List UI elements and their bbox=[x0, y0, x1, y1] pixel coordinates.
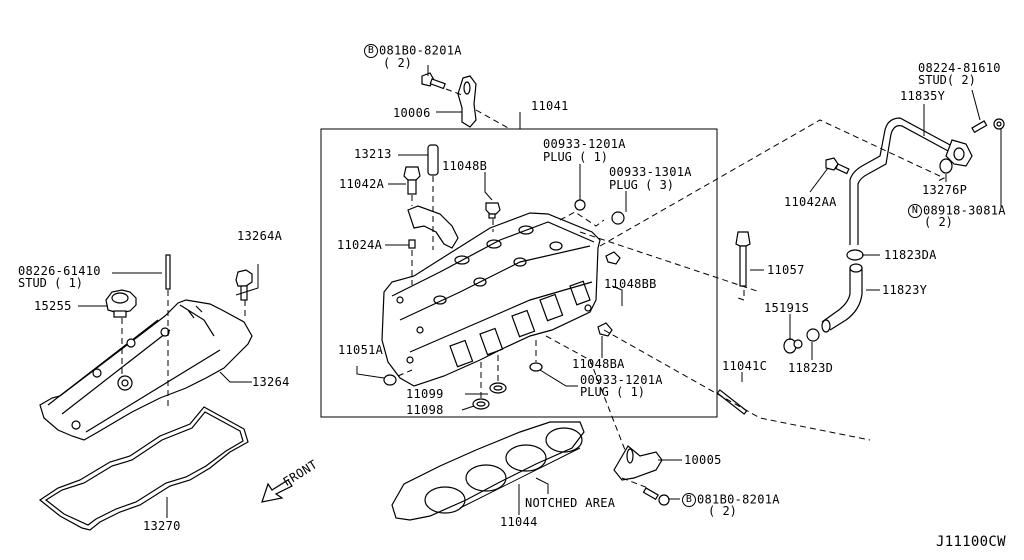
stud-qty-2: STUD( 2) bbox=[918, 73, 976, 87]
stud-08226-61410[interactable] bbox=[165, 254, 171, 290]
bolt-11057[interactable] bbox=[735, 231, 751, 287]
plug-qty-3: PLUG ( 3) bbox=[609, 178, 675, 192]
callout-11044[interactable]: 11044 bbox=[500, 515, 538, 529]
callout-13264A[interactable]: 13264A bbox=[237, 229, 283, 243]
clamp-11823DA[interactable] bbox=[846, 249, 864, 261]
head-gasket-11044[interactable] bbox=[391, 421, 585, 521]
drawing-code: J11100CW bbox=[936, 534, 1006, 550]
callout-11835Y[interactable]: 11835Y bbox=[900, 89, 946, 103]
front-arrow-icon bbox=[261, 479, 293, 503]
stud-qty-1: STUD ( 1) bbox=[18, 276, 84, 290]
callout-13270[interactable]: 13270 bbox=[143, 519, 181, 533]
callout-13276P[interactable]: 13276P bbox=[922, 183, 968, 197]
callout-11057[interactable]: 11057 bbox=[767, 263, 805, 277]
callout-15191S[interactable]: 15191S bbox=[764, 301, 810, 315]
callout-10006[interactable]: 10006 bbox=[393, 106, 431, 120]
callout-08224-81610[interactable]: 08224-81610 bbox=[918, 61, 1001, 75]
plug-11051A[interactable] bbox=[383, 374, 397, 386]
callout-00933-1201A-bottom[interactable]: 00933-1201A bbox=[580, 373, 663, 387]
callout-11042AA[interactable]: 11042AA bbox=[784, 195, 837, 209]
callout-00933-1301A[interactable]: 00933-1301A bbox=[609, 165, 692, 179]
callout-15255[interactable]: 15255 bbox=[34, 299, 72, 313]
plug-11048BB[interactable] bbox=[605, 251, 621, 265]
bolt-081B0-8201A-top[interactable] bbox=[421, 72, 446, 90]
notched-area-label: NOTCHED AREA bbox=[525, 496, 616, 510]
nut-n-icon: N bbox=[908, 204, 922, 218]
callout-11024A[interactable]: 11024A bbox=[337, 238, 383, 252]
callout-13213[interactable]: 13213 bbox=[354, 147, 392, 161]
rocker-cover-gasket-13270[interactable] bbox=[38, 406, 249, 531]
plug-00933-1301A[interactable] bbox=[611, 211, 625, 225]
plug-00933-1201A-top[interactable] bbox=[574, 199, 586, 211]
leader-lines bbox=[78, 65, 1002, 518]
callout-11099[interactable]: 11099 bbox=[406, 387, 444, 401]
bracket-10006[interactable] bbox=[457, 75, 477, 128]
bolt-b-icon: B bbox=[682, 493, 696, 507]
callout-11041[interactable]: 11041 bbox=[531, 99, 569, 113]
stud-08224-81610[interactable] bbox=[971, 120, 988, 134]
stud-11041C[interactable] bbox=[716, 389, 748, 415]
plug-11048B[interactable] bbox=[485, 202, 501, 219]
part-number: 081B0-8201A bbox=[379, 43, 462, 58]
callout-08226-61410[interactable]: 08226-61410 bbox=[18, 264, 101, 278]
callout-13264[interactable]: 13264 bbox=[252, 375, 290, 389]
callout-11048B[interactable]: 11048B bbox=[442, 159, 488, 173]
bracket-10005[interactable] bbox=[613, 445, 663, 481]
water-pipe-11835Y[interactable] bbox=[849, 117, 973, 245]
bolt-13264A[interactable] bbox=[235, 269, 253, 301]
plug-qty-bottom: PLUG ( 1) bbox=[580, 385, 646, 399]
callout-11098[interactable]: 11098 bbox=[406, 403, 444, 417]
callout-11051A[interactable]: 11051A bbox=[338, 343, 384, 357]
qty-081B0-8201A-top: ( 2) bbox=[383, 56, 412, 70]
callout-11042A[interactable]: 11042A bbox=[339, 177, 385, 191]
callout-11823D[interactable]: 11823D bbox=[788, 361, 834, 375]
bolt-b-icon: B bbox=[364, 44, 378, 58]
part-number: 081B0-8201A bbox=[697, 492, 780, 507]
bolt-081B0-8201A-bottom[interactable] bbox=[642, 487, 670, 506]
callout-11048BB[interactable]: 11048BB bbox=[604, 277, 657, 291]
sleeve-13213[interactable] bbox=[427, 144, 439, 176]
plug-qty-top: PLUG ( 1) bbox=[543, 150, 609, 164]
dowel-11024A[interactable] bbox=[408, 239, 416, 249]
callout-10005[interactable]: 10005 bbox=[684, 453, 722, 467]
plug-00933-1201A-bottom[interactable] bbox=[529, 362, 543, 372]
oil-filler-cap-15255[interactable] bbox=[105, 289, 137, 318]
callout-00933-1201A-top[interactable]: 00933-1201A bbox=[543, 137, 626, 151]
gasket-13276P[interactable] bbox=[939, 158, 953, 174]
plug-15191S[interactable] bbox=[783, 338, 803, 354]
rocker-cover-13264[interactable] bbox=[39, 299, 253, 441]
bolt-11042AA[interactable] bbox=[825, 157, 850, 175]
callout-11823Y[interactable]: 11823Y bbox=[882, 283, 928, 297]
qty-081B0-8201A-bottom: ( 2) bbox=[708, 504, 737, 518]
seal-11099[interactable] bbox=[489, 382, 507, 394]
part-number: 08918-3081A bbox=[923, 203, 1006, 218]
bolt-11042A[interactable] bbox=[403, 166, 421, 195]
cylinder-head-group-box bbox=[320, 128, 718, 418]
seal-11098[interactable] bbox=[472, 398, 490, 410]
qty-08918-3081A: ( 2) bbox=[924, 215, 953, 229]
callout-11041C[interactable]: 11041C bbox=[722, 359, 768, 373]
callout-11048BA[interactable]: 11048BA bbox=[572, 357, 625, 371]
clamp-11823D[interactable] bbox=[806, 328, 820, 342]
cylinder-head-11041[interactable] bbox=[381, 212, 601, 387]
callout-11823DA[interactable]: 11823DA bbox=[884, 248, 937, 262]
nut-08918-3081A[interactable] bbox=[993, 118, 1005, 130]
hose-11823Y[interactable] bbox=[821, 263, 863, 333]
plug-11048BA[interactable] bbox=[597, 322, 613, 337]
